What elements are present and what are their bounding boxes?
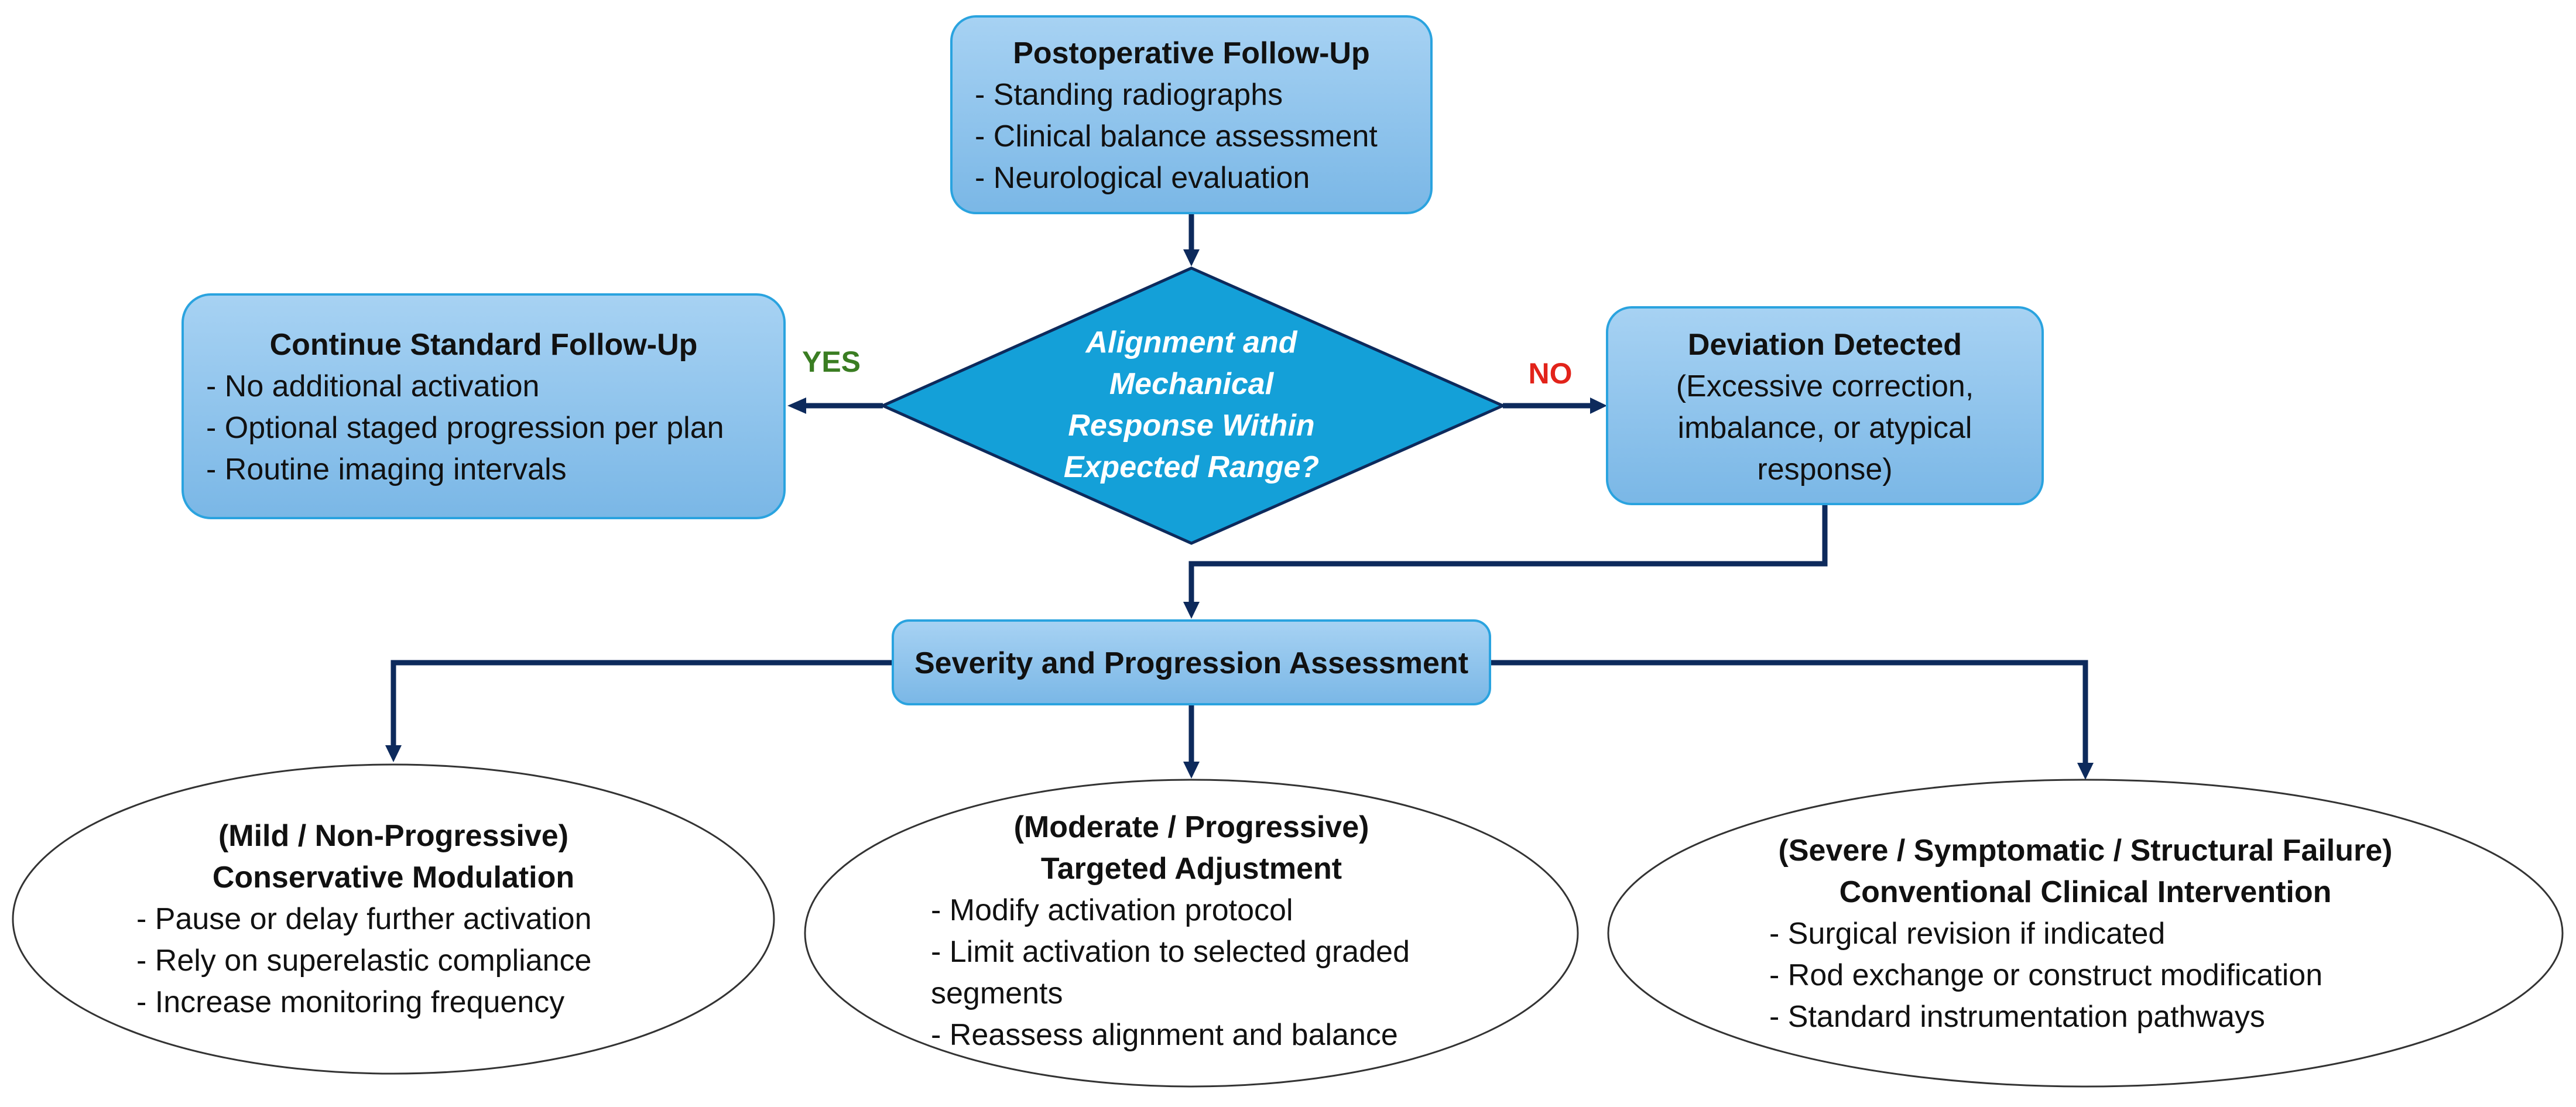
mild-heading: (Mild / Non-Progressive) [218,819,568,853]
arrowhead-severity-to-moderate [1183,762,1200,779]
connector-deviation-to-severity [1188,505,1828,603]
mild-item: - Rely on superelastic compliance [136,944,591,978]
continue-item: - Routine imaging intervals [206,453,567,486]
deviation-box: Deviation Detected (Excessive correction… [1606,306,2044,505]
moderate-node: (Moderate / Progressive) Targeted Adjust… [804,779,1579,1088]
continue-item: - No additional activation [206,369,539,403]
connector-severity-to-mild [390,660,893,746]
connectors [385,213,2094,780]
moderate-item: segments [931,976,1063,1010]
yes-label: YES [802,345,861,378]
postop-item: - Standing radiographs [975,78,1283,112]
mild-node: (Mild / Non-Progressive) Conservative Mo… [12,763,775,1075]
deviation-line: response) [1757,453,1892,486]
connector-severity-to-severe [1490,660,2088,764]
arrowhead-decision-to-continue [787,397,806,414]
deviation-line: imbalance, or atypical [1678,411,1972,445]
mild-item: - Pause or delay further activation [136,902,592,936]
severe-node: (Severe / Symptomatic / Structural Failu… [1607,779,2564,1088]
severe-title: Conventional Clinical Intervention [1839,875,2332,909]
moderate-title: Targeted Adjustment [1041,852,1342,886]
severity-box-shape [892,619,1491,705]
decision-line: Expected Range? [1064,450,1319,484]
decision-node: Alignment and Mechanical Response Within… [879,266,1507,545]
continue-box: Continue Standard Follow-Up - No additio… [181,293,786,519]
arrowhead-deviation-to-severity [1183,602,1200,619]
severe-item: - Rod exchange or construct modification [1769,958,2322,992]
postop-title: Postoperative Follow-Up [1013,36,1370,70]
severe-item: - Standard instrumentation pathways [1769,1000,2265,1034]
postop-box: Postoperative Follow-Up - Standing radio… [950,15,1433,214]
moderate-ellipse [804,779,1579,1088]
moderate-item: - Modify activation protocol [931,893,1293,927]
continue-box-shape [181,293,786,519]
severity-box: Severity and Progression Assessment [892,619,1491,705]
moderate-heading: (Moderate / Progressive) [1014,810,1369,844]
arrowhead-severity-to-mild [385,745,402,762]
severe-item: - Surgical revision if indicated [1769,917,2165,951]
moderate-item: - Limit activation to selected graded [931,935,1410,969]
continue-item: - Optional staged progression per plan [206,411,724,445]
postop-item: - Clinical balance assessment [975,119,1378,153]
moderate-item: - Reassess alignment and balance [931,1018,1398,1052]
no-label: NO [1529,357,1573,390]
mild-title: Conservative Modulation [213,861,574,894]
continue-title: Continue Standard Follow-Up [270,328,698,362]
deviation-line: (Excessive correction, [1676,369,1974,403]
deviation-box-shape [1606,306,2044,505]
postop-item: - Neurological evaluation [975,161,1310,195]
decision-line: Mechanical [1109,367,1275,401]
arrowhead-postop-to-decision [1183,249,1200,266]
decision-line: Response Within [1068,409,1314,443]
severe-ellipse [1607,779,2564,1088]
arrowhead-decision-to-deviation [1590,397,1607,414]
mild-ellipse [12,763,775,1075]
mild-item: - Increase monitoring frequency [136,985,564,1019]
severe-heading: (Severe / Symptomatic / Structural Failu… [1779,834,2393,868]
postop-box-shape [950,15,1433,214]
deviation-title: Deviation Detected [1688,328,1962,362]
decision-diamond [879,266,1507,545]
arrowhead-severity-to-severe [2077,763,2094,780]
decision-line: Alignment and [1084,325,1297,359]
severity-title: Severity and Progression Assessment [914,646,1468,680]
